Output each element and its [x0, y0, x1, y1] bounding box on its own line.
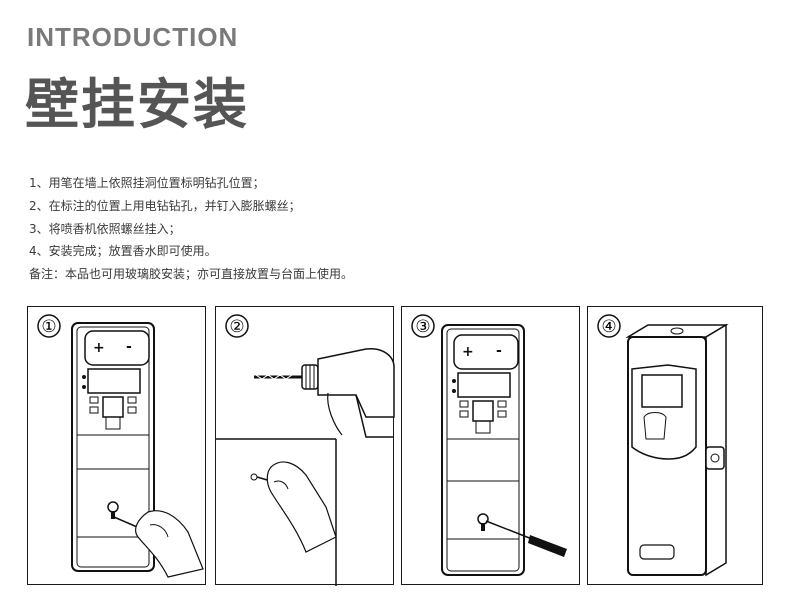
dispenser-front-illustration: ④ [597, 314, 729, 577]
panel-step-2: ② [215, 306, 395, 586]
svg-text:-: - [126, 339, 132, 355]
dispenser-back-illustration: ① + - [37, 314, 204, 578]
panel-4-number: ④ [601, 317, 616, 337]
svg-text:+: + [462, 344, 474, 360]
panel-step-4: ④ [587, 306, 763, 585]
note-text: 备注：本品也可用玻璃胶安装；亦可直接放置与台面上使用。 [29, 267, 354, 282]
step-3-text: 3、将喷香机依照螺丝挂入； [29, 221, 181, 236]
panel-3-number: ③ [415, 317, 430, 337]
panel-2-number: ② [229, 317, 244, 337]
svg-text:-: - [496, 343, 502, 359]
panel-1-number: ① [41, 317, 56, 337]
step-1-text: 1、用笔在墙上依照挂洞位置标明钻孔位置； [29, 176, 265, 190]
step-2-text: 2、在标注的位置上用电钻钻孔，并钉入膨胀螺丝； [29, 198, 301, 213]
panel-step-3: ③ + - [401, 306, 580, 585]
drill-illustration: ② [216, 314, 395, 586]
step-4-text: 4、安装完成；放置香水即可使用。 [29, 244, 217, 259]
svg-text:+: + [93, 340, 105, 356]
instruction-list: 1、用笔在墙上依照挂洞位置标明钻孔位置； 2、在标注的位置上用电钻钻孔，并钉入膨… [29, 172, 353, 286]
panel-step-1: ① + - [27, 306, 206, 585]
dispenser-hanging-illustration: ③ + - [411, 314, 567, 576]
page-title: 壁挂安装 [25, 73, 249, 136]
eyebrow-heading: INTRODUCTION [27, 22, 239, 52]
